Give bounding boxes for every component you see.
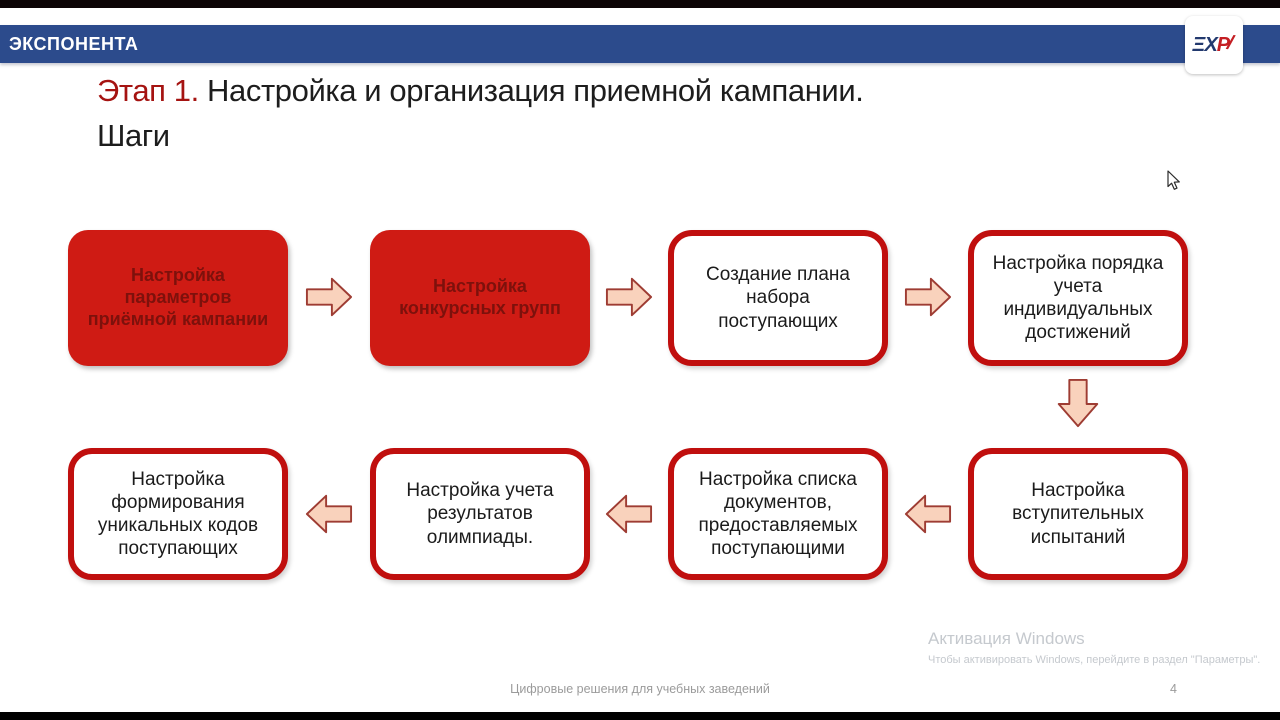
company-logo: ΞXP/ <box>1185 16 1243 74</box>
arrow-down-icon <box>1057 378 1099 428</box>
exp-logo-icon: ΞXP/ <box>1192 31 1233 57</box>
logo-letter-x: X <box>1204 33 1217 56</box>
page-title: Этап 1. Настройка и организация приемной… <box>97 68 1147 158</box>
arrow-left-icon <box>305 494 353 534</box>
flow-step-entrance-exams: Настройка вступительных испытаний <box>968 448 1188 580</box>
logo-letter-p: P <box>1216 33 1230 56</box>
flow-step-achievements: Настройка порядка учета индивидуальных д… <box>968 230 1188 366</box>
title-main-text: Настройка и организация приемной кампани… <box>198 73 864 108</box>
windows-activation-watermark: Активация Windows Чтобы активировать Win… <box>928 629 1260 666</box>
mouse-cursor-icon <box>1167 170 1180 190</box>
flow-step-enrollment-plan: Создание плана набора поступающих <box>668 230 888 366</box>
arrow-right-icon <box>605 277 653 317</box>
watermark-subtitle: Чтобы активировать Windows, перейдите в … <box>928 654 1261 666</box>
flow-step-unique-codes: Настройка формирования уникальных кодов … <box>68 448 288 580</box>
title-second-line: Шаги <box>97 118 170 153</box>
flow-step-olympiad-results: Настройка учета результатов олимпиады. <box>370 448 590 580</box>
watermark-title: Активация Windows <box>928 629 1085 648</box>
arrow-left-icon <box>605 494 653 534</box>
bottom-letterbox-bar <box>0 712 1280 720</box>
top-letterbox-bar <box>0 0 1280 8</box>
slide-footer-text: Цифровые решения для учебных заведений <box>510 682 770 696</box>
arrow-left-icon <box>904 494 952 534</box>
arrow-right-icon <box>305 277 353 317</box>
flow-step-documents-list: Настройка списка документов, предоставля… <box>668 448 888 580</box>
title-stage-prefix: Этап 1. <box>97 73 199 108</box>
arrow-right-icon <box>904 277 952 317</box>
flow-step-campaign-params: Настройка параметров приёмной кампании <box>68 230 288 366</box>
logo-letter-e: Ξ <box>1192 33 1205 56</box>
slide-page-number: 4 <box>1170 682 1177 696</box>
brand-name: ЭКСПОНЕНТА <box>9 33 139 54</box>
header-bar: ЭКСПОНЕНТА <box>0 25 1280 63</box>
flow-step-contest-groups: Настройка конкурсных групп <box>370 230 590 366</box>
